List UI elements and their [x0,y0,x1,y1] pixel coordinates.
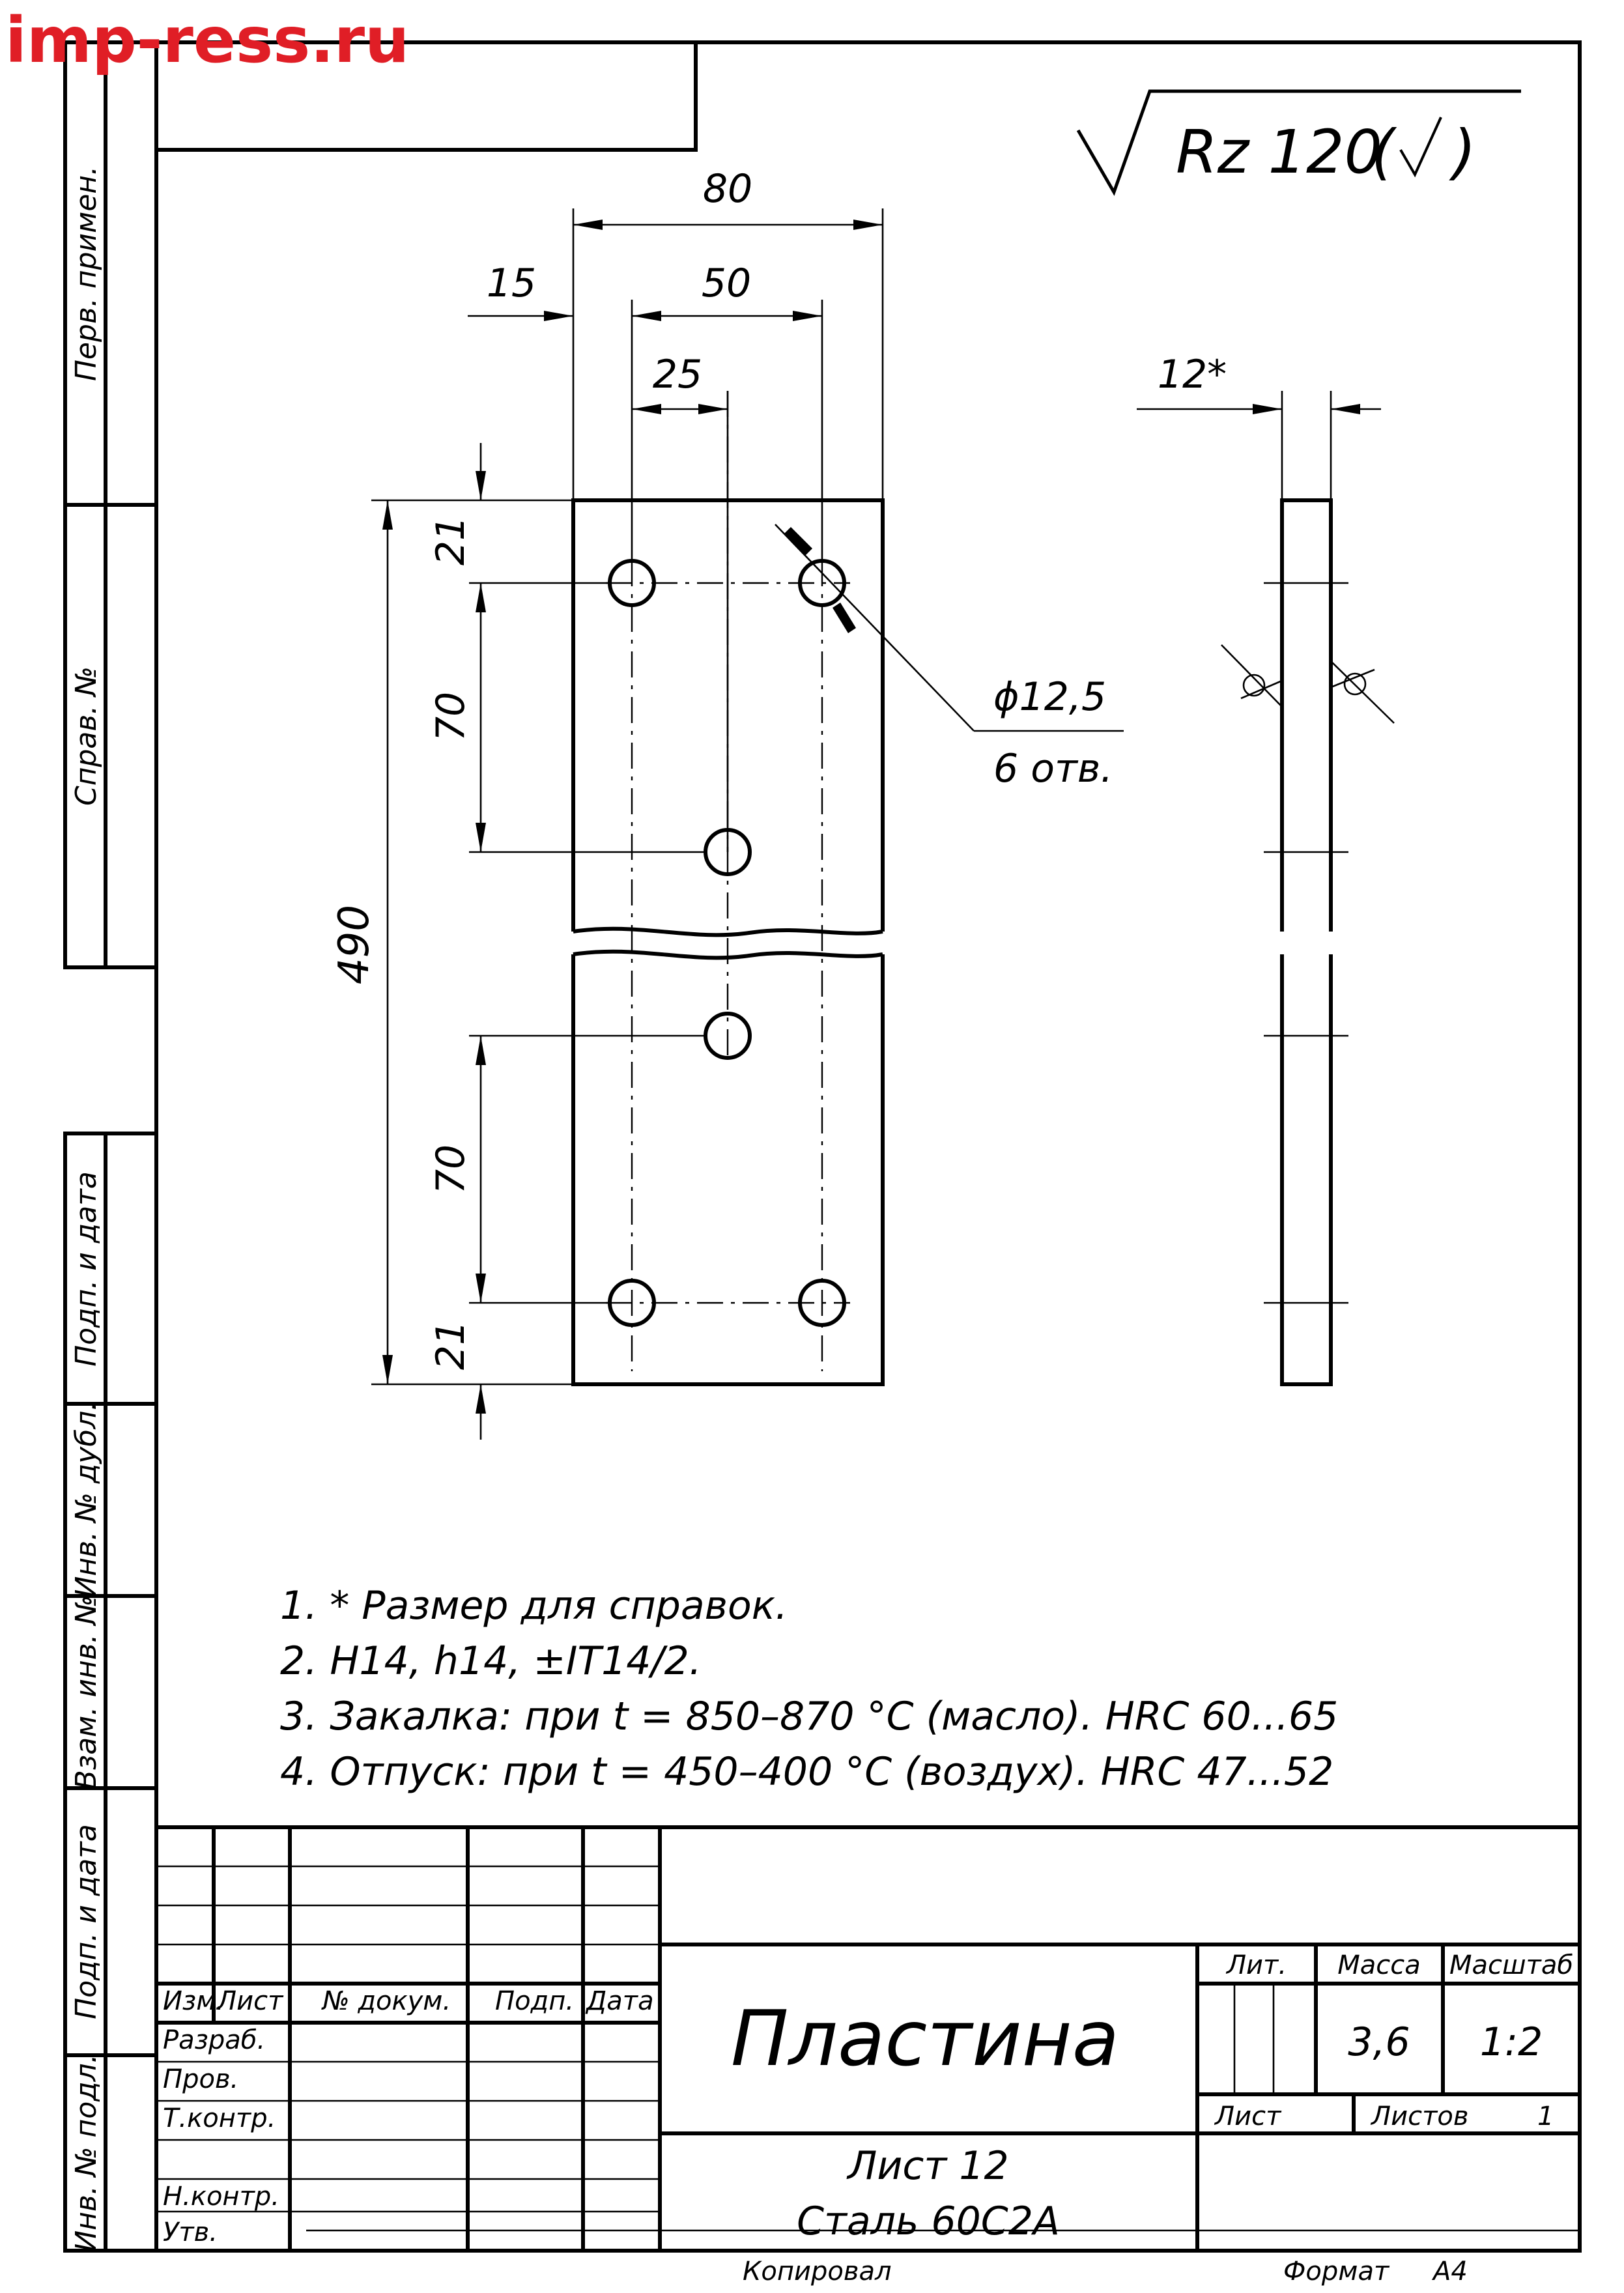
tb-doc-line1: Лист 12 [846,2143,1008,2189]
inv-podl-label: Инв. № подл. [70,2054,103,2252]
roughness-check-icon [1399,117,1442,178]
tb-sheets-value: 1 [1537,2101,1554,2131]
plate-side-view [1221,498,1395,1386]
tb-mass-value: 3,6 [1348,2019,1410,2065]
note-2: 2. H14, h14, ±IT14/2. [280,1638,702,1684]
dim-edge-bottom: 21 [428,1320,474,1370]
podp-data-label-1: Подп. и дата [70,1171,103,1367]
roughness-value: Rz 120 [1176,117,1382,187]
tb-masshtab: Масштаб [1449,1950,1573,1980]
tb-razrab: Разраб. [163,2025,265,2055]
watermark: imp-ress.ru [5,4,409,77]
roughness-symbol: Rz 120 ( ) [1076,89,1521,196]
tb-sheets: Листов [1370,2101,1468,2131]
tb-part-name: Пластина [731,1993,1119,2083]
note-1: 1. * Размер для справок. [280,1583,788,1629]
dimensions: 80 15 50 25 12* 490 [330,166,1381,1440]
dim-edge-top: 21 [428,516,474,565]
dim-pitch-top: 70 [428,692,474,741]
footer-format: Формат [1283,2257,1390,2286]
tb-scale-value: 1:2 [1480,2019,1543,2065]
note-4: 4. Отпуск: при t = 450–400 °C (воздух). … [280,1749,1333,1795]
roughness-paren-close: ) [1449,117,1476,187]
dim-offset: 15 [487,261,536,306]
dim-center-offset: 25 [653,352,702,397]
tb-data: Дата [585,1986,654,2016]
dim-hole-count: 6 отв. [993,746,1113,791]
vzam-inv-label: Взам. инв. № [70,1595,103,1790]
dim-thickness: 12* [1158,352,1227,397]
perv-primen-label: Перв. примен. [70,166,103,381]
podp-data-label-2: Подп. и дата [70,1824,103,2019]
tb-sheet: Лист [1214,2101,1282,2131]
dim-hole-diameter: ϕ12,5 [993,674,1106,720]
footer: Копировал Формат А4 [743,2257,1468,2286]
title-block: Изм. Лист № докум. Подп. Дата Разраб. Пр… [156,1825,1580,2251]
sheet-frame [154,40,1582,2253]
hole-6 [798,1279,846,1327]
dim-width-total: 80 [703,166,752,212]
dim-pitch-bottom: 70 [428,1145,474,1194]
tb-prov: Пров. [163,2064,238,2094]
tb-massa: Масса [1337,1950,1421,1980]
hole-2 [798,559,846,607]
footer-format-value: А4 [1431,2257,1468,2286]
note-3: 3. Закалка: при t = 850–870 °C (масло). … [280,1694,1338,1739]
tb-nkontr: Н.контр. [163,2182,279,2212]
footer-copied: Копировал [743,2257,892,2286]
dim-length: 490 [330,905,378,984]
tb-utv: Утв. [163,2217,218,2247]
tb-doc-line2: Сталь 60С2А [797,2199,1060,2244]
left-margin: Перв. примен. Справ. № Подп. и дата Инв.… [63,40,158,2253]
tb-list: Лист [216,1986,284,2016]
roughness-paren-open: ( [1371,117,1397,187]
tb-tkontr: Т.контр. [163,2103,276,2133]
tb-podp: Подп. [495,1986,574,2016]
tb-izm: Изм. [163,1986,224,2016]
technical-notes: 1. * Размер для справок. 2. H14, h14, ±I… [280,1583,1338,1795]
dim-hole-spacing: 50 [702,261,751,306]
tb-lit: Лит. [1225,1950,1287,1980]
tb-dokum: № докум. [321,1986,451,2016]
inv-dubl-label: Инв. № дубл. [70,1401,103,1597]
sprav-no-label: Справ. № [70,666,103,806]
